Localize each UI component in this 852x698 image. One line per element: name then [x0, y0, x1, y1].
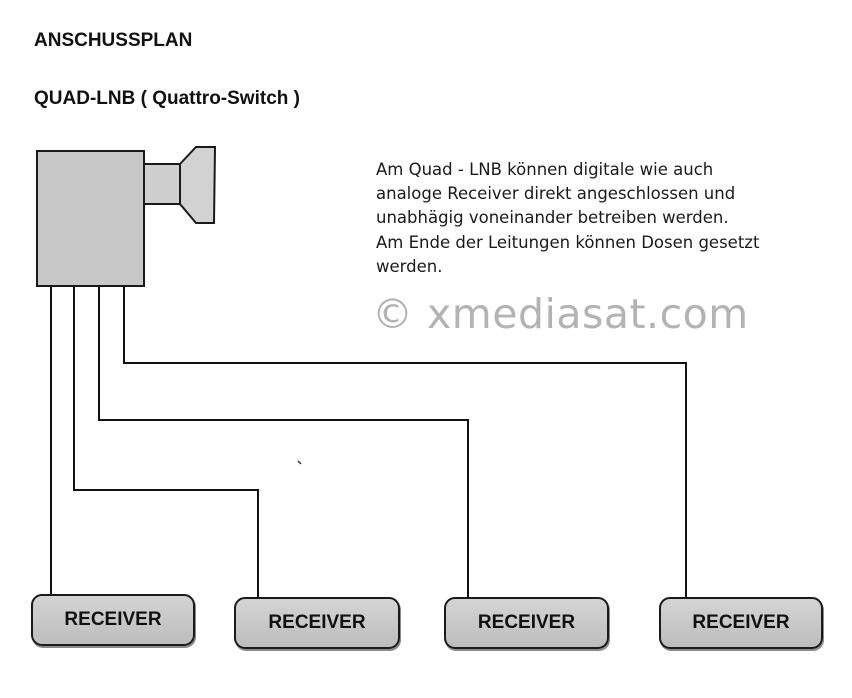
diagram-title: ANSCHUSSPLAN	[34, 30, 193, 51]
cable-4	[123, 286, 687, 598]
receiver-box: RECEIVER	[444, 597, 609, 649]
description-line: analoge Receiver direkt angeschlossen un…	[376, 184, 736, 204]
description-line: Am Quad - LNB können digitale wie auch	[376, 160, 714, 179]
receiver-box: RECEIVER	[31, 594, 195, 646]
diagram-subtitle: QUAD-LNB ( Quattro-Switch )	[34, 88, 300, 109]
cable-2	[73, 286, 259, 598]
stray-mark	[297, 460, 302, 465]
cable-3	[98, 286, 469, 598]
watermark: © xmediasat.com	[372, 290, 749, 338]
description-line: Am Ende der Leitungen können Dosen geset…	[376, 232, 760, 252]
lnb-feedhorn	[179, 146, 217, 224]
receiver-box: RECEIVER	[234, 597, 400, 649]
lnb-body	[36, 150, 145, 287]
lnb-neck	[143, 163, 181, 205]
receiver-box: RECEIVER	[659, 597, 823, 649]
description-text: Am Quad - LNB können digitale wie auch a…	[376, 158, 836, 279]
description-line: werden.	[376, 256, 443, 276]
description-line: unabhägig voneinander betreiben werden.	[376, 208, 729, 228]
